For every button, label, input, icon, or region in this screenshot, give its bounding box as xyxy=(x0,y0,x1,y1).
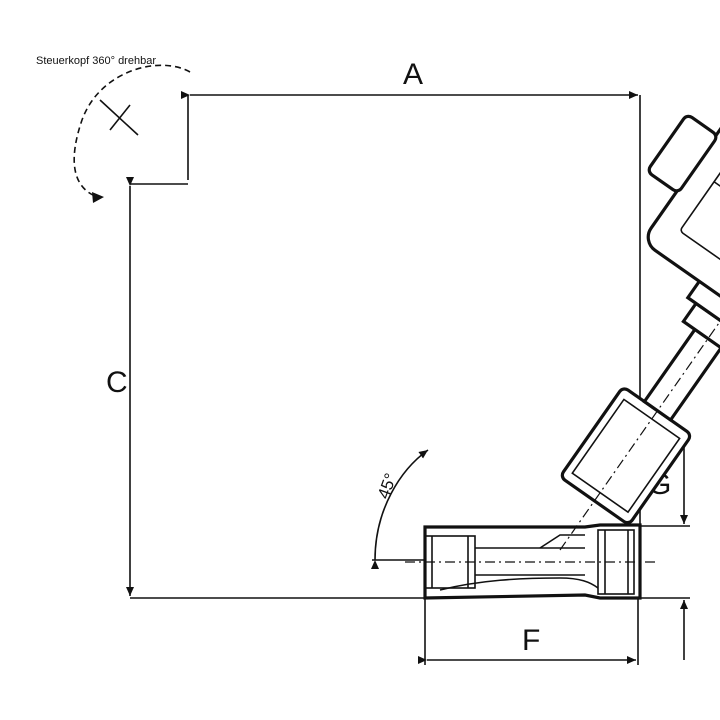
dimension-f-label: F xyxy=(522,624,540,657)
dimension-a-label: A xyxy=(403,58,423,91)
dimension-c: C xyxy=(106,177,425,599)
dimension-a: A xyxy=(181,58,641,530)
dimension-f: F xyxy=(418,598,639,665)
rotation-note: Steuerkopf 360° drehbar xyxy=(36,55,156,67)
valve-body xyxy=(405,523,655,600)
angle-label: 45° xyxy=(374,471,401,502)
dimension-c-label: C xyxy=(106,366,128,399)
rotation-arrow xyxy=(73,64,191,203)
valve-actuator-assembly: D xyxy=(559,58,720,551)
